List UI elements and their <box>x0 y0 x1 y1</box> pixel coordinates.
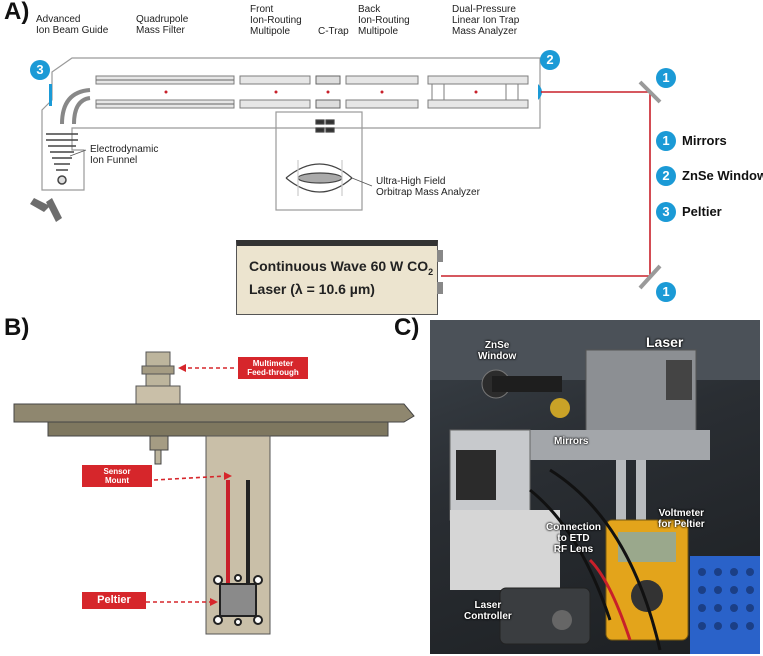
controller-knob <box>552 610 572 630</box>
panel-b-peltier-mount <box>13 351 415 635</box>
tag-voltmeter: Voltmeter for Peltier <box>658 508 705 530</box>
label-leaders <box>69 149 373 187</box>
tag-laser: Laser <box>646 334 684 350</box>
laser-connector-bottom <box>437 282 443 294</box>
legend-badge-1: 1 <box>656 131 676 151</box>
label-advanced-ion-beam-guide: Advanced Ion Beam Guide <box>36 14 109 36</box>
tag-sensor-mount: Sensor Mount <box>82 465 152 487</box>
c-trap-shape <box>315 75 341 109</box>
quadrupole-rods <box>95 75 235 109</box>
mount-platform <box>530 430 710 460</box>
callout-arrows <box>146 367 234 603</box>
beam-guide-bend <box>60 88 91 125</box>
laser-beam-path <box>441 91 651 277</box>
legend-badge-2: 2 <box>656 166 676 186</box>
legend-label-peltier: Peltier <box>682 204 722 219</box>
panel-b-letter: B) <box>4 314 30 341</box>
badge-mirror-bottom: 1 <box>656 282 676 302</box>
panel-a-instrument-schematic <box>30 57 662 290</box>
label-orbitrap: Ultra-High Field Orbitrap Mass Analyzer <box>376 176 480 198</box>
laser-connector-top <box>437 250 443 262</box>
legend-label-znse-window: ZnSe Window <box>682 168 763 183</box>
peltier-element <box>213 574 263 626</box>
rack-holes <box>698 568 754 630</box>
label-front-ion-routing-multipole: Front Ion-Routing Multipole <box>250 4 302 37</box>
tag-laser-controller: Laser Controller <box>464 600 512 622</box>
tag-multimeter-feedthrough: Multimeter Feed-through <box>238 357 308 379</box>
tag-znse-window: ZnSe Window <box>478 340 517 362</box>
mirror-mount <box>550 398 570 418</box>
tag-connection-etd: Connection to ETD RF Lens <box>546 522 601 555</box>
voltmeter-dial <box>631 580 663 612</box>
ion-path-dots <box>164 90 478 94</box>
label-c-trap: C-Trap <box>318 26 349 37</box>
orbitrap-shape <box>285 119 353 196</box>
peltier-marker <box>49 84 52 106</box>
panel-a-letter: A) <box>4 0 30 25</box>
cabinet <box>450 510 560 590</box>
cables <box>529 468 662 651</box>
laser-label: Continuous Wave 60 W CO2 Laser (λ = 10.6… <box>249 258 434 297</box>
mirrors <box>638 80 662 290</box>
beam-tube <box>492 376 562 392</box>
lab-photo <box>430 320 760 654</box>
lab-photo-scene <box>430 320 760 654</box>
mounting-plate <box>13 403 415 465</box>
front-multipole-rods <box>239 75 311 109</box>
badge-peltier: 3 <box>30 60 50 80</box>
tag-mirrors: Mirrors <box>554 436 589 447</box>
inlet-capillary <box>30 198 62 222</box>
multimeter-feedthrough <box>135 351 181 405</box>
legend-badge-3: 3 <box>656 202 676 222</box>
co2-laser-box: Continuous Wave 60 W CO2 Laser (λ = 10.6… <box>236 240 438 315</box>
label-back-ion-routing-multipole: Back Ion-Routing Multipole <box>358 4 410 37</box>
legend-label-mirrors: Mirrors <box>682 133 727 148</box>
panel-c-letter: C) <box>394 314 420 341</box>
label-electrodynamic-ion-funnel: Electrodynamic Ion Funnel <box>90 144 159 166</box>
tag-peltier: Peltier <box>82 592 146 609</box>
label-dual-pressure-linear-ion-trap: Dual-Pressure Linear Ion Trap Mass Analy… <box>452 4 520 37</box>
badge-window: 2 <box>540 50 560 70</box>
arrowheads <box>178 364 232 606</box>
znse-window-marker <box>538 84 542 100</box>
label-quadrupole-mass-filter: Quadrupole Mass Filter <box>136 14 189 36</box>
back-multipole-rods <box>345 75 419 109</box>
laser-controller <box>499 587 591 645</box>
ion-funnel-plates <box>46 133 78 185</box>
power-module <box>456 450 496 500</box>
linear-ion-trap-rods <box>427 75 529 109</box>
laser-vent <box>666 360 692 400</box>
badge-mirror-top: 1 <box>656 68 676 88</box>
